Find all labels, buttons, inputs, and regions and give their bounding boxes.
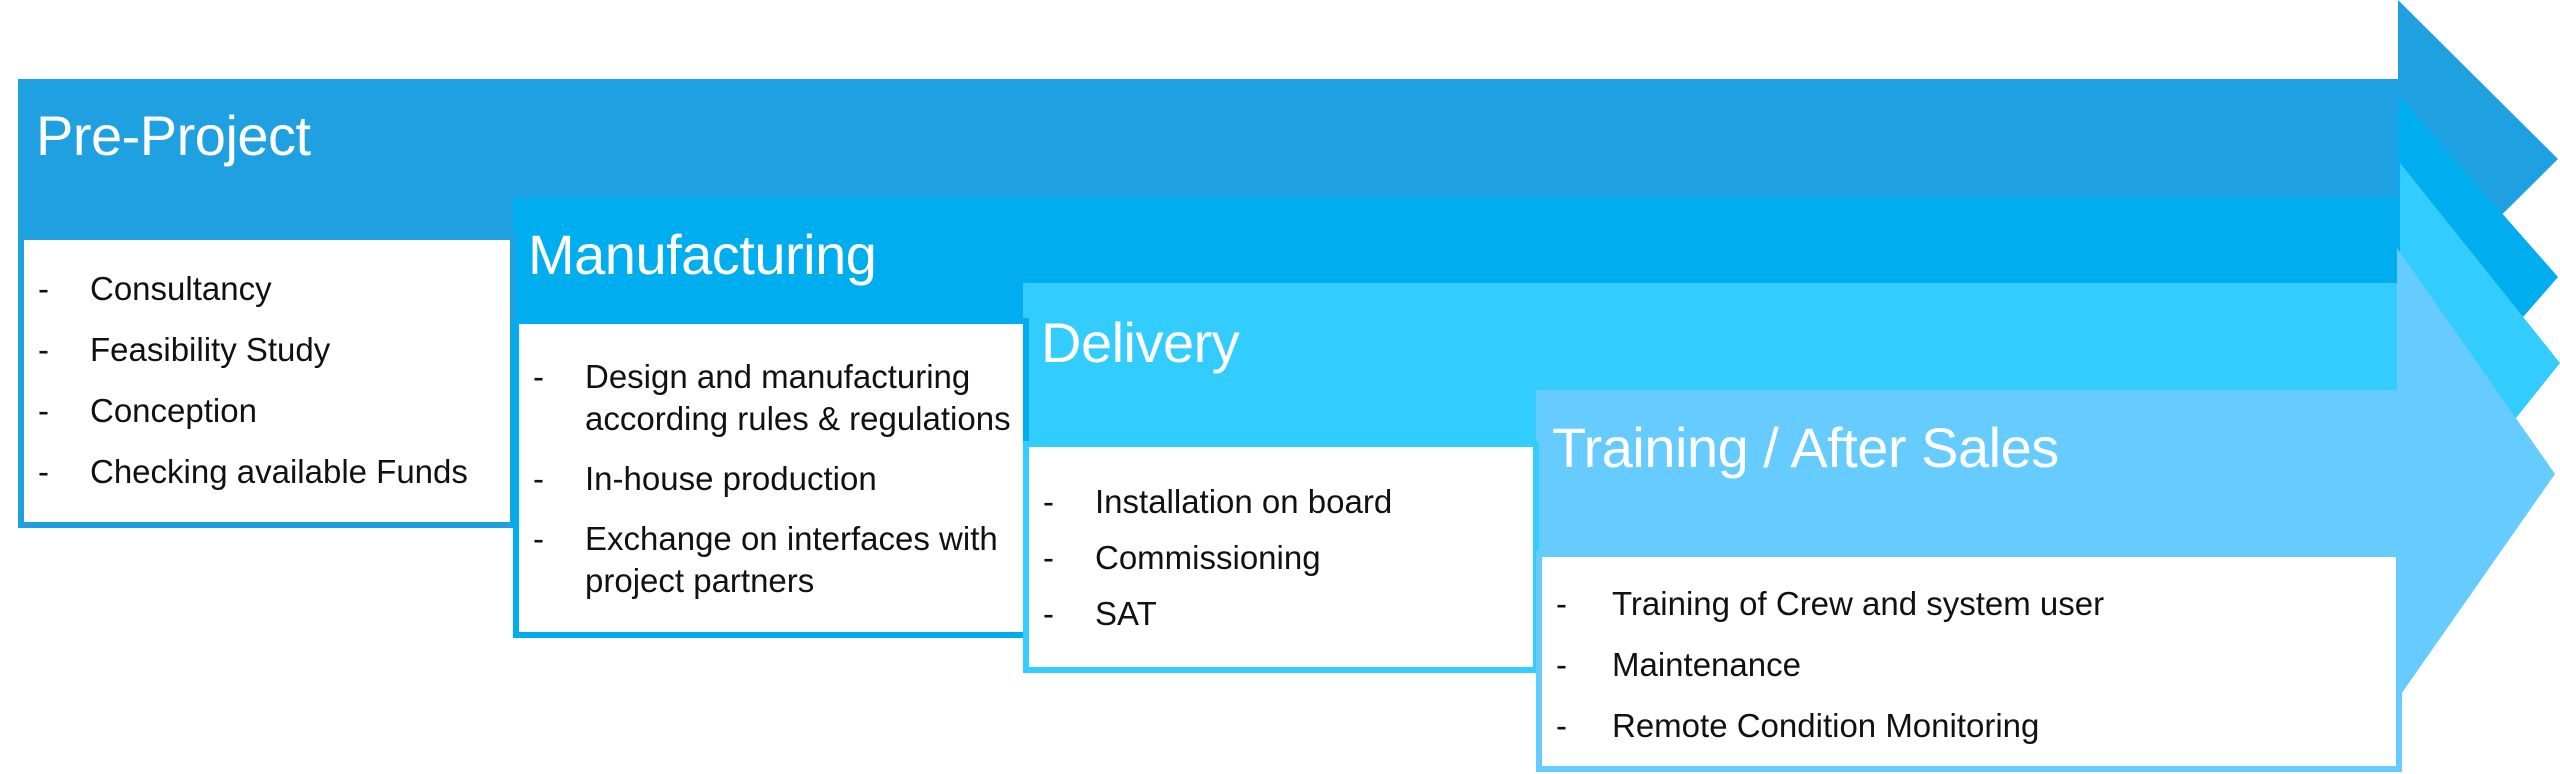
list-item: -In-house production [533,458,1023,500]
stage-title-delivery: Delivery [1041,311,1240,374]
bullet-dash: - [533,358,544,395]
bullet-dash: - [1043,483,1054,520]
stage-box-delivery: -Installation on board -Commissioning -S… [1023,441,1539,673]
arrow-manufacturing [513,95,2558,460]
list-item: -Exchange on interfaces with project par… [533,520,998,599]
bullet-dash: - [38,270,49,307]
stage-box-manufacturing: -Design and manufacturing according rule… [513,318,1029,638]
list-item: -Conception [38,390,510,432]
list-item: -Design and manufacturing according rule… [533,358,1011,437]
bullet-dash: - [1556,707,1567,744]
stage-items-pre-project: -Consultancy -Feasibility Study -Concept… [38,268,510,493]
list-item: -Commissioning [1043,537,1533,579]
bullet-dash: - [533,460,544,497]
stage-items-delivery: -Installation on board -Commissioning -S… [1043,481,1533,635]
stage-box-training-after-sales: -Training of Crew and system user -Maint… [1536,551,2402,772]
stage-title-manufacturing: Manufacturing [528,223,877,286]
bullet-dash: - [1556,585,1567,622]
list-item: -Remote Condition Monitoring [1556,705,2396,747]
stage-box-pre-project: -Consultancy -Feasibility Study -Concept… [18,234,516,528]
list-item: -Consultancy [38,268,510,310]
bullet-dash: - [38,331,49,368]
arrow-pre-project [18,0,2558,318]
stage-title-pre-project: Pre-Project [36,104,311,167]
bullet-dash: - [1043,595,1054,632]
bullet-dash: - [1556,646,1567,683]
stage-items-manufacturing: -Design and manufacturing according rule… [533,356,1023,602]
bullet-dash: - [533,520,544,557]
bullet-dash: - [38,392,49,429]
stage-title-training-after-sales: Training / After Sales [1552,416,2059,479]
bullet-dash: - [1043,539,1054,576]
list-item: -Installation on board [1043,481,1533,523]
arrow-training-after-sales [1536,248,2555,700]
list-item: -SAT [1043,593,1533,635]
stage-items-training-after-sales: -Training of Crew and system user -Maint… [1556,583,2396,747]
list-item: -Feasibility Study [38,329,510,371]
list-item: -Maintenance [1556,644,2396,686]
list-item: -Training of Crew and system user [1556,583,2396,625]
arrow-delivery [1023,163,2560,563]
list-item: -Checking available Funds [38,451,510,493]
bullet-dash: - [38,453,49,490]
